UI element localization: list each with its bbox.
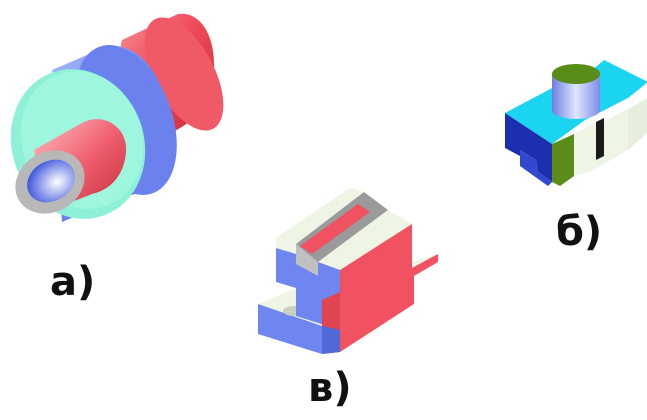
block-cylinder-bottom	[552, 101, 600, 119]
bracket-front-shadow	[322, 326, 340, 354]
figure-label-v: в)	[308, 365, 352, 411]
block-front-blue-shade	[520, 150, 552, 186]
bracket-slot-red	[300, 204, 370, 254]
shaft-red-end	[144, 17, 224, 131]
block-step-olive	[552, 134, 574, 186]
bracket-upright-red	[340, 224, 438, 352]
figure-label-a: а)	[50, 259, 96, 305]
block-cylinder-top	[552, 64, 600, 84]
block-right-face	[574, 110, 628, 176]
figure-a-shaft	[10, 13, 224, 223]
block-front-blue	[505, 113, 552, 182]
block-right-face-2	[604, 98, 647, 150]
bracket-upright-top-left	[276, 188, 364, 254]
figure-label-b: б)	[556, 209, 603, 255]
shaft-tube-hole	[27, 159, 75, 203]
block-gap-dark	[596, 118, 604, 160]
bracket-base-front	[258, 304, 322, 354]
bracket-slot-wall	[296, 244, 318, 276]
figure-v-bracket	[258, 188, 438, 354]
figure-b-block	[505, 60, 647, 186]
bracket-upright-top-right	[318, 210, 412, 270]
